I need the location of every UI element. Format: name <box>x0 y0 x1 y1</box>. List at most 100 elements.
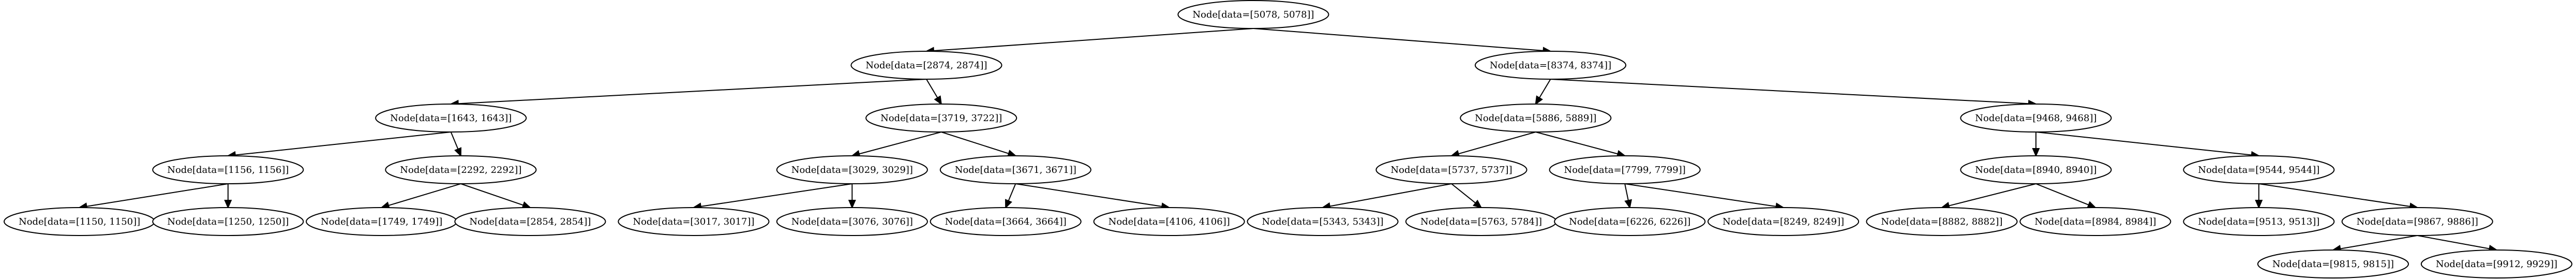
tree-edge <box>2032 132 2040 157</box>
edge-line <box>926 79 938 98</box>
tree-edge <box>692 183 852 211</box>
edge-line <box>460 183 524 206</box>
arrowhead <box>1473 199 1482 209</box>
node-label: Node[data=[1250, 1250]] <box>167 216 289 227</box>
tree-edge <box>380 183 461 209</box>
node-ellipse <box>930 207 1082 236</box>
tree-edge <box>941 131 1017 157</box>
edge-line <box>388 183 461 206</box>
tree-edge <box>450 131 462 157</box>
edge-line <box>1458 131 1536 155</box>
tree-node: Node[data=[9468, 9468]] <box>1960 104 2112 133</box>
tree-edge <box>1624 183 1633 209</box>
node-ellipse <box>385 155 537 184</box>
edge-line <box>1539 79 1551 98</box>
node-label: Node[data=[5886, 5889]] <box>1475 113 1596 124</box>
edge-line <box>700 183 852 207</box>
tree-node: Node[data=[9815, 9815]] <box>2257 249 2409 278</box>
node-label: Node[data=[5078, 5078]] <box>1192 9 1314 20</box>
arrowhead <box>454 147 462 157</box>
node-ellipse <box>1375 155 1527 184</box>
node-ellipse <box>2019 207 2171 236</box>
node-label: Node[data=[3664, 3664]] <box>945 216 1067 227</box>
edge-line <box>1329 183 1452 207</box>
node-ellipse <box>1177 0 1329 29</box>
tree-node: Node[data=[9513, 9513]] <box>2183 207 2335 236</box>
tree-node: Node[data=[3719, 3722]] <box>865 104 1017 133</box>
tree-node: Node[data=[6226, 6226]] <box>1554 207 1706 236</box>
tree-edge <box>224 184 232 209</box>
tree-edge <box>1015 183 1171 211</box>
edge-line <box>2035 131 2252 156</box>
tree-node: Node[data=[8249, 8249]] <box>1708 207 1860 236</box>
node-label: Node[data=[3017, 3017]] <box>633 216 754 227</box>
tree-edge <box>2258 183 2419 211</box>
tree-edge <box>1450 131 1536 158</box>
tree-edge <box>1451 183 1482 209</box>
node-label: Node[data=[1643, 1643]] <box>390 113 512 124</box>
arrowhead <box>1535 95 1543 106</box>
node-label: Node[data=[3719, 3722]] <box>880 113 1002 124</box>
node-label: Node[data=[8984, 8984]] <box>2034 216 2156 227</box>
tree-node: Node[data=[9544, 9544]] <box>2183 155 2335 184</box>
node-ellipse <box>776 207 928 236</box>
tree-edge <box>850 131 941 158</box>
node-label: Node[data=[8249, 8249]] <box>1723 216 1844 227</box>
edge-line <box>1008 183 1016 201</box>
node-label: Node[data=[2854, 2854]] <box>469 216 591 227</box>
tree-node: Node[data=[5343, 5343]] <box>1247 207 1399 236</box>
node-ellipse <box>1247 207 1399 236</box>
node-label: Node[data=[1156, 1156]] <box>167 165 289 175</box>
node-label: Node[data=[8882, 8882]] <box>1881 216 2002 227</box>
edge-line <box>1624 183 1629 201</box>
node-label: Node[data=[9468, 9468]] <box>1975 113 2096 124</box>
arrowhead <box>848 200 856 209</box>
arrowhead <box>2255 200 2263 209</box>
tree-node: Node[data=[8940, 8940]] <box>1960 155 2112 184</box>
tree-node: Node[data=[4106, 4106]] <box>1093 207 1245 236</box>
node-ellipse <box>1960 155 2112 184</box>
edge-line <box>1535 131 1618 155</box>
node-ellipse <box>375 104 527 133</box>
edge-line <box>2340 235 2418 249</box>
tree-node: Node[data=[5737, 5737]] <box>1375 155 1527 184</box>
arrowhead <box>934 95 942 106</box>
node-ellipse <box>1708 207 1860 236</box>
tree-edge <box>1550 79 2038 108</box>
node-ellipse <box>1093 207 1245 236</box>
tree-edge <box>925 28 1254 55</box>
edge-line <box>941 131 1009 154</box>
edge-line <box>1253 28 1544 51</box>
tree-node: Node[data=[2854, 2854]] <box>454 207 606 236</box>
node-label: Node[data=[9513, 9513]] <box>2198 216 2319 227</box>
tree-node: Node[data=[9912, 9929]] <box>2420 249 2573 278</box>
tree-node: Node[data=[9867, 9886]] <box>2341 207 2493 236</box>
tree-node: Node[data=[7799, 7799]] <box>1549 155 1701 184</box>
edge-line <box>2417 235 2490 249</box>
node-ellipse <box>1474 51 1627 80</box>
node-label: Node[data=[3671, 3671]] <box>955 165 1076 175</box>
edge-line <box>86 183 228 207</box>
edge-line <box>933 28 1254 52</box>
tree-node: Node[data=[1749, 1749]] <box>306 207 458 236</box>
node-ellipse <box>939 155 1091 184</box>
tree-node: Node[data=[3017, 3017]] <box>618 207 770 236</box>
tree-edge <box>1535 131 1626 158</box>
edge-line <box>2258 183 2410 207</box>
node-ellipse <box>776 155 928 184</box>
node-label: Node[data=[7799, 7799]] <box>1564 165 1686 175</box>
tree-node: Node[data=[5078, 5078]] <box>1177 0 1329 29</box>
tree-edge <box>848 184 856 209</box>
edge-line <box>1949 183 2036 207</box>
tree-node: Node[data=[2874, 2874]] <box>850 51 1002 80</box>
tree-node: Node[data=[5763, 5784]] <box>1405 207 1557 236</box>
tree-node: Node[data=[1250, 1250]] <box>152 207 304 236</box>
tree-node: Node[data=[5886, 5889]] <box>1460 104 1612 133</box>
arrowhead <box>1624 199 1633 209</box>
node-label: Node[data=[5343, 5343]] <box>1262 216 1383 227</box>
tree-edge <box>1321 183 1452 210</box>
tree-edge <box>1940 183 2036 210</box>
tree-node: Node[data=[3664, 3664]] <box>930 207 1082 236</box>
tree-edge <box>1624 183 1785 211</box>
edge-line <box>450 131 459 150</box>
